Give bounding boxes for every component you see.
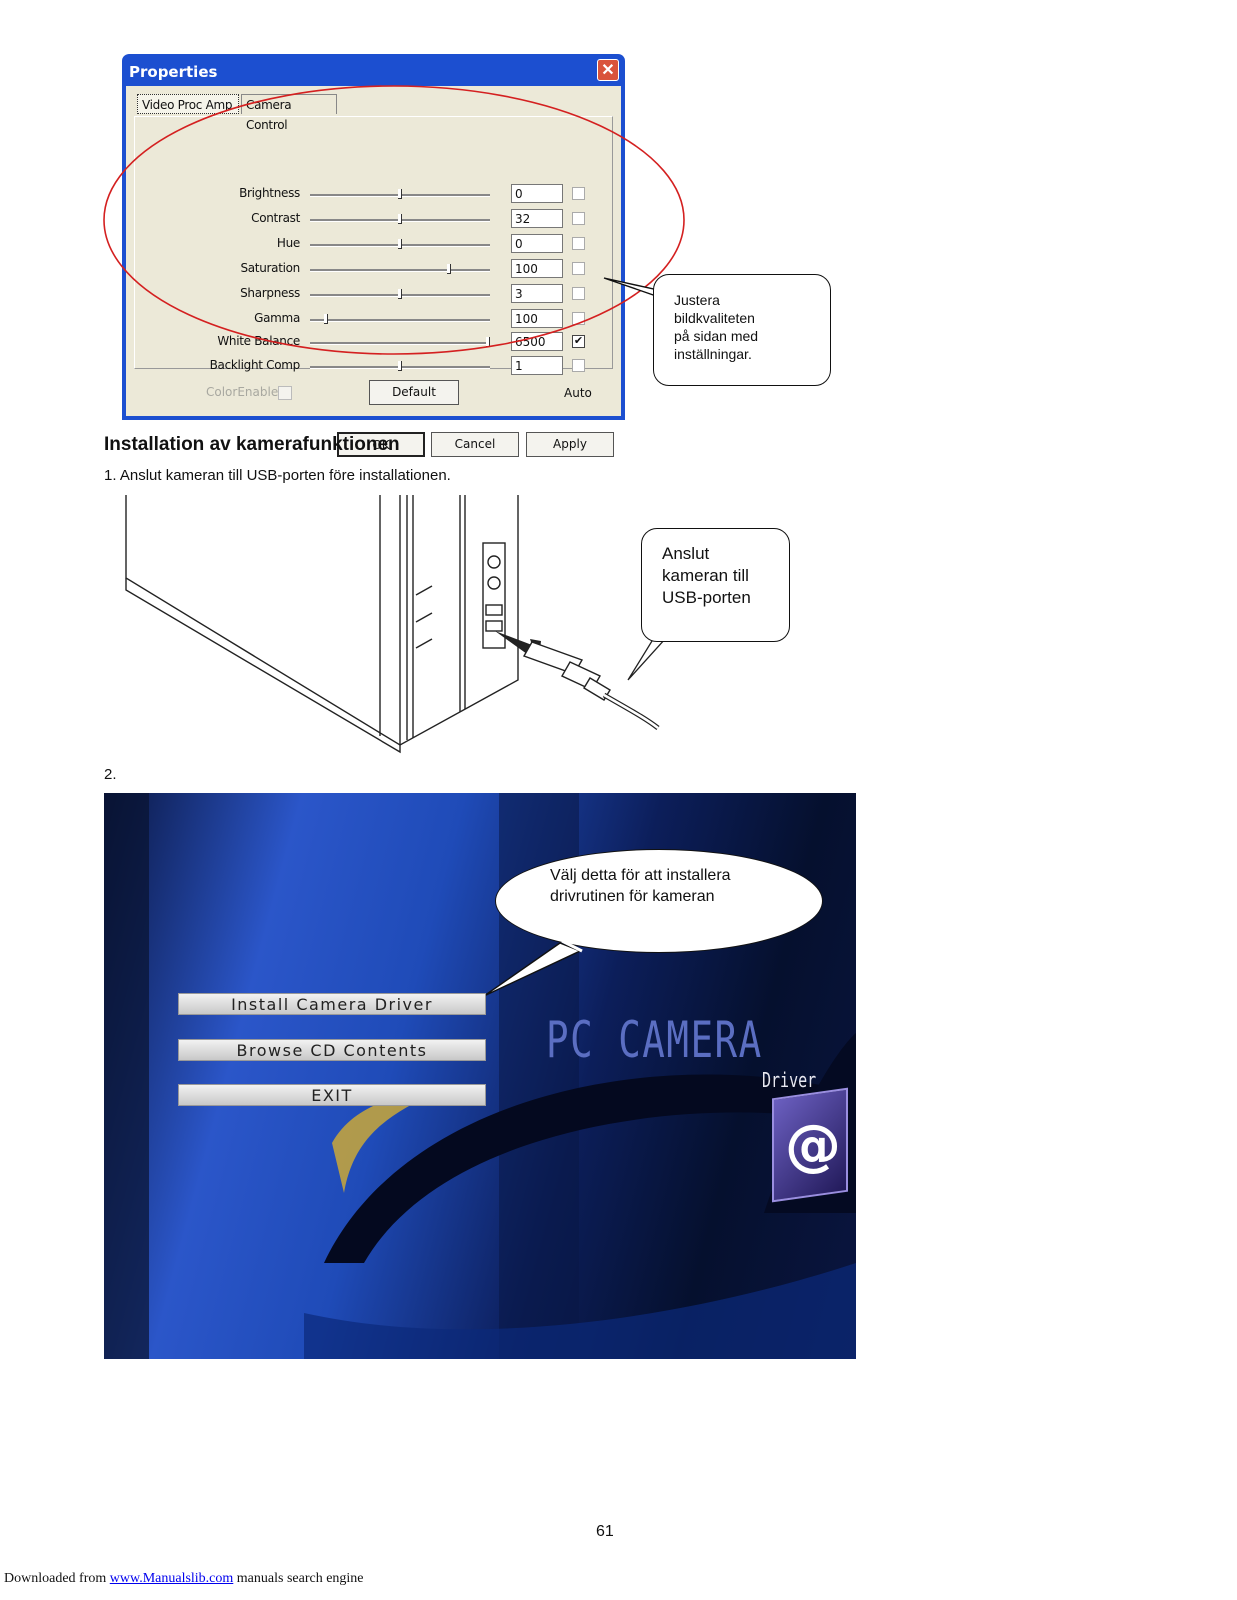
usb-illustration bbox=[125, 495, 677, 754]
color-enable-label: ColorEnable bbox=[206, 385, 279, 399]
auto-checkbox[interactable] bbox=[572, 287, 585, 300]
setting-label: Contrast bbox=[251, 211, 300, 225]
close-icon[interactable]: ✕ bbox=[597, 59, 619, 81]
auto-checkbox[interactable] bbox=[572, 262, 585, 275]
browse-cd-contents-button[interactable]: Browse CD Contents bbox=[178, 1039, 486, 1061]
setting-row: Contrast 32 bbox=[126, 209, 606, 233]
auto-checkbox[interactable] bbox=[572, 359, 585, 372]
auto-checkbox[interactable]: ✔ bbox=[572, 335, 585, 348]
highlight-overlay bbox=[103, 85, 685, 355]
slider-thumb[interactable] bbox=[447, 264, 451, 274]
insert-arrow bbox=[495, 631, 541, 654]
callout-line: Anslut bbox=[662, 544, 710, 563]
setting-value-field[interactable]: 100 bbox=[511, 309, 563, 328]
setting-label: Gamma bbox=[254, 311, 300, 325]
step-2-text: 2. bbox=[104, 766, 117, 783]
slider-thumb[interactable] bbox=[324, 314, 328, 324]
auto-label: Auto bbox=[564, 386, 592, 400]
setting-label: Saturation bbox=[240, 261, 300, 275]
callout-line: Välj detta för att installera bbox=[550, 867, 731, 884]
callout-line: kameran till bbox=[662, 566, 749, 585]
setting-row: Brightness 0 bbox=[126, 184, 606, 208]
section-title: Installation av kamerafunktionen bbox=[104, 434, 400, 455]
exit-button[interactable]: EXIT bbox=[178, 1084, 486, 1106]
setting-slider[interactable] bbox=[310, 361, 490, 371]
setting-value-field[interactable]: 0 bbox=[511, 184, 563, 203]
footer: Downloaded from www.Manualslib.com manua… bbox=[4, 1571, 364, 1587]
setting-value-field[interactable]: 3 bbox=[511, 284, 563, 303]
auto-checkbox[interactable] bbox=[572, 212, 585, 225]
setting-slider[interactable] bbox=[310, 189, 490, 199]
callout-line: Justera bbox=[674, 292, 720, 308]
setting-row: Sharpness 3 bbox=[126, 284, 606, 308]
slider-thumb[interactable] bbox=[398, 214, 402, 224]
at-icon: @ bbox=[785, 1113, 841, 1178]
setting-value-field[interactable]: 6500 bbox=[511, 332, 563, 351]
step-1-text: 1. Anslut kameran till USB-porten före i… bbox=[104, 467, 451, 484]
setting-row: White Balance 6500 ✔ bbox=[126, 332, 606, 356]
footer-suffix: manuals search engine bbox=[233, 1571, 364, 1586]
brand-title: PC CAMERA bbox=[546, 1011, 763, 1069]
driver-callout-pointer bbox=[483, 939, 583, 997]
setting-value-field[interactable]: 1 bbox=[511, 356, 563, 375]
setting-label: White Balance bbox=[217, 334, 300, 348]
setting-value-field[interactable]: 0 bbox=[511, 234, 563, 253]
callout-line: drivrutinen för kameran bbox=[550, 888, 715, 905]
auto-checkbox[interactable] bbox=[572, 187, 585, 200]
install-camera-driver-button[interactable]: Install Camera Driver bbox=[178, 993, 486, 1015]
driver-callout bbox=[495, 849, 823, 953]
setting-value-field[interactable]: 100 bbox=[511, 259, 563, 278]
callout-line: på sidan med bbox=[674, 328, 759, 344]
setting-slider[interactable] bbox=[310, 239, 490, 249]
setting-slider[interactable] bbox=[310, 289, 490, 299]
dialog-body: Video Proc Amp Camera Control Brightness… bbox=[126, 86, 621, 457]
setting-row: Hue 0 bbox=[126, 234, 606, 258]
setting-label: Sharpness bbox=[240, 286, 300, 300]
ok-button[interactable]: OK bbox=[337, 432, 425, 457]
highlight-ring bbox=[103, 85, 685, 355]
setting-row: Gamma 100 bbox=[126, 309, 606, 333]
setting-row: Saturation 100 bbox=[126, 259, 606, 283]
callout-line: inställningar. bbox=[674, 346, 752, 362]
setting-slider[interactable] bbox=[310, 314, 490, 324]
setting-label: Brightness bbox=[239, 186, 300, 200]
properties-dialog: Properties ✕ Video Proc Amp Camera Contr… bbox=[122, 54, 625, 457]
driver-callout-text: Välj detta för att installera drivrutine… bbox=[550, 865, 731, 907]
manualslib-link[interactable]: www.Manualslib.com bbox=[109, 1571, 234, 1586]
slider-thumb[interactable] bbox=[398, 289, 402, 299]
setting-label: Backlight Comp bbox=[209, 358, 301, 372]
callout-line: bildkvaliteten bbox=[674, 310, 755, 326]
brand-subtitle: Driver bbox=[762, 1068, 817, 1092]
cancel-button[interactable]: Cancel bbox=[431, 432, 519, 457]
default-button[interactable]: Default bbox=[369, 380, 459, 405]
installer-screen: Välj detta för att installera drivrutine… bbox=[104, 793, 856, 1359]
setting-slider[interactable] bbox=[310, 264, 490, 274]
tab-video-proc-amp[interactable]: Video Proc Amp bbox=[137, 94, 239, 114]
slider-thumb[interactable] bbox=[398, 189, 402, 199]
apply-button[interactable]: Apply bbox=[526, 432, 614, 457]
setting-slider[interactable] bbox=[310, 214, 490, 224]
dialog-title: Properties bbox=[129, 63, 218, 81]
slider-thumb[interactable] bbox=[398, 361, 402, 371]
callout-line: USB-porten bbox=[662, 588, 751, 607]
slider-thumb[interactable] bbox=[398, 239, 402, 249]
setting-value-field[interactable]: 32 bbox=[511, 209, 563, 228]
setting-label: Hue bbox=[276, 236, 300, 250]
color-enable-checkbox[interactable] bbox=[278, 386, 292, 400]
auto-checkbox[interactable] bbox=[572, 237, 585, 250]
page-number: 61 bbox=[596, 1523, 614, 1540]
callout-connect-usb: Anslut kameran till USB-porten bbox=[641, 528, 790, 642]
footer-prefix: Downloaded from bbox=[4, 1571, 110, 1586]
callout-adjust-quality: Justera bildkvaliteten på sidan med inst… bbox=[653, 274, 831, 386]
setting-row: Backlight Comp 1 bbox=[126, 356, 606, 380]
